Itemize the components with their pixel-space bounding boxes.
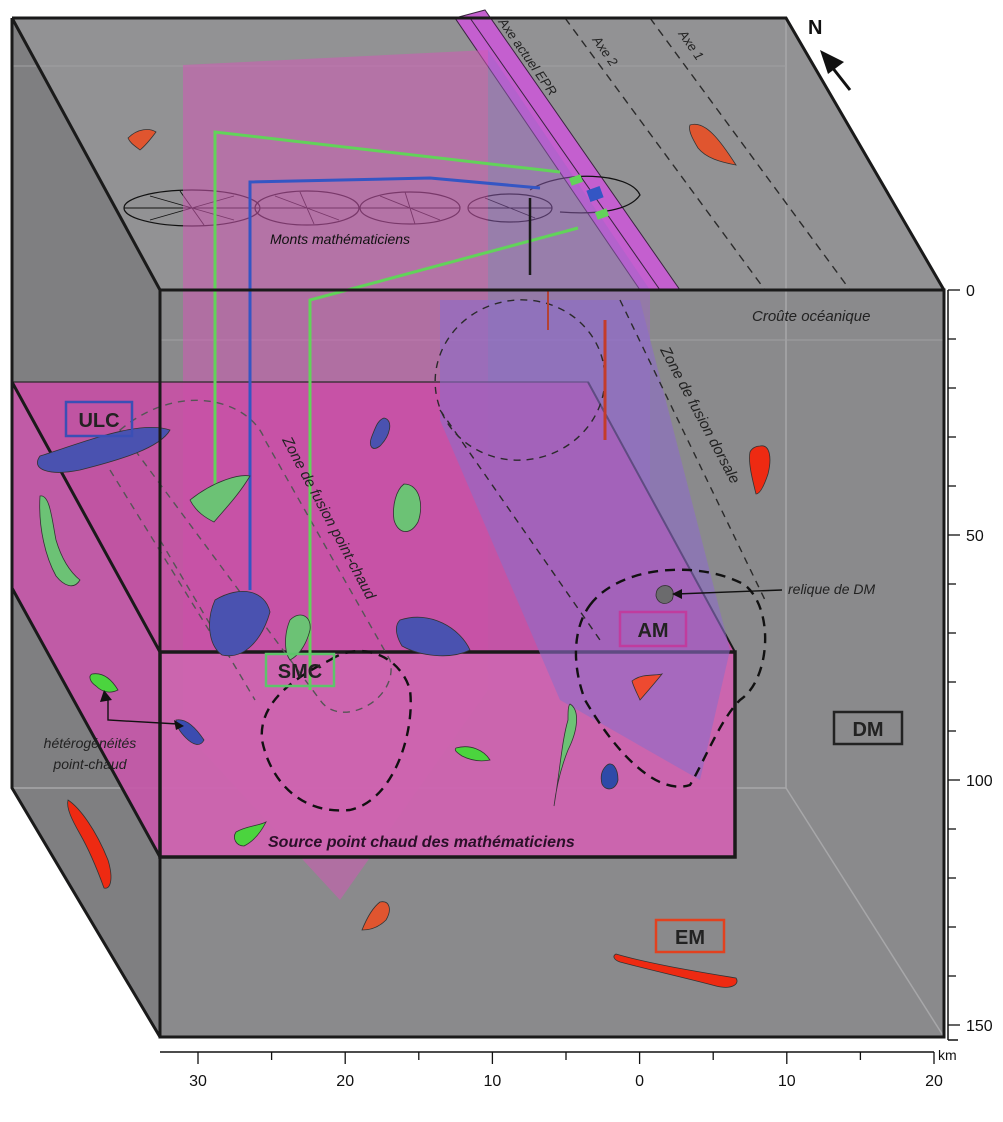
horizontal-axis: 30 20 10 0 10 20 km: [160, 1047, 957, 1090]
depth-tick-label: 150: [966, 1018, 993, 1035]
relic-label: relique de DM: [788, 581, 875, 597]
heterogeneities-label-1: hétérogénéités: [44, 735, 137, 751]
horizontal-tick-label: 20: [336, 1073, 354, 1090]
ridge-melt-outline: [574, 568, 767, 788]
depth-tick-label: 50: [966, 528, 984, 545]
north-label: N: [808, 17, 822, 39]
em-blob: [127, 129, 157, 151]
smc-blob: [285, 614, 311, 661]
depth-tick-label: 0: [966, 283, 975, 300]
hotspot-melt-outline: [260, 649, 412, 812]
horizontal-tick-label: 30: [189, 1073, 207, 1090]
annotation-arrows: [100, 589, 783, 730]
em-blob: [631, 673, 664, 701]
blue-conduit: [248, 176, 541, 590]
conduits: [213, 130, 607, 690]
ulc-blob: [600, 763, 619, 790]
axis-unit-label: km: [938, 1047, 957, 1063]
axe1-line: [649, 17, 851, 291]
em-blob: [613, 953, 738, 988]
depth-axis: 0 50 100 150: [947, 283, 993, 1041]
em-blob: [689, 123, 737, 166]
ridge-markers: [568, 174, 610, 220]
source-slab: [10, 300, 737, 859]
smc-label: SMC: [278, 661, 322, 683]
smc-blob: [553, 703, 577, 807]
em-label: EM: [675, 927, 705, 949]
block-edges: [10, 16, 946, 1039]
smc-blob: [234, 821, 267, 847]
am-zone: [440, 300, 730, 780]
em-blob: [749, 445, 771, 495]
heterogeneities-label-2: point-chaud: [52, 756, 127, 772]
smc-blob: [39, 495, 81, 587]
horizontal-tick-label: 10: [484, 1073, 502, 1090]
region-boxes: ULC SMC AM DM EM: [64, 400, 904, 954]
ulc-blob: [396, 616, 471, 657]
ulc-blob: [370, 417, 391, 449]
am-box: [618, 610, 688, 648]
smc-blob: [393, 483, 421, 532]
source-label: Source point chaud des mathématiciens: [268, 834, 575, 851]
heterogeneities: [37, 123, 771, 988]
crust-label: Croûte océanique: [752, 308, 870, 325]
smc-box: [264, 652, 336, 688]
smc-blob: [189, 475, 251, 523]
ulc-box: [64, 400, 134, 438]
em-blob: [67, 799, 112, 889]
north-arrow: N: [808, 17, 852, 91]
em-box: [654, 918, 726, 954]
horizontal-tick-label: 0: [635, 1073, 644, 1090]
dm-box: [832, 710, 904, 746]
em-blob: [361, 901, 390, 931]
axe2-line: [564, 17, 766, 291]
green-conduit-inner: [308, 226, 579, 690]
ulc-label: ULC: [78, 410, 119, 432]
smc-blob: [89, 673, 119, 693]
dm-label: DM: [852, 719, 883, 741]
depth-tick-label: 100: [966, 773, 993, 790]
ulc-blob: [209, 591, 271, 657]
dm-relic-blob: [655, 585, 674, 604]
seamounts-label: Monts mathématiciens: [270, 231, 410, 247]
green-conduit-outer: [213, 130, 561, 485]
smc-blob: [454, 746, 491, 762]
am-label: AM: [637, 620, 668, 642]
horizontal-tick-label: 10: [778, 1073, 796, 1090]
horizontal-tick-label: 20: [925, 1073, 943, 1090]
